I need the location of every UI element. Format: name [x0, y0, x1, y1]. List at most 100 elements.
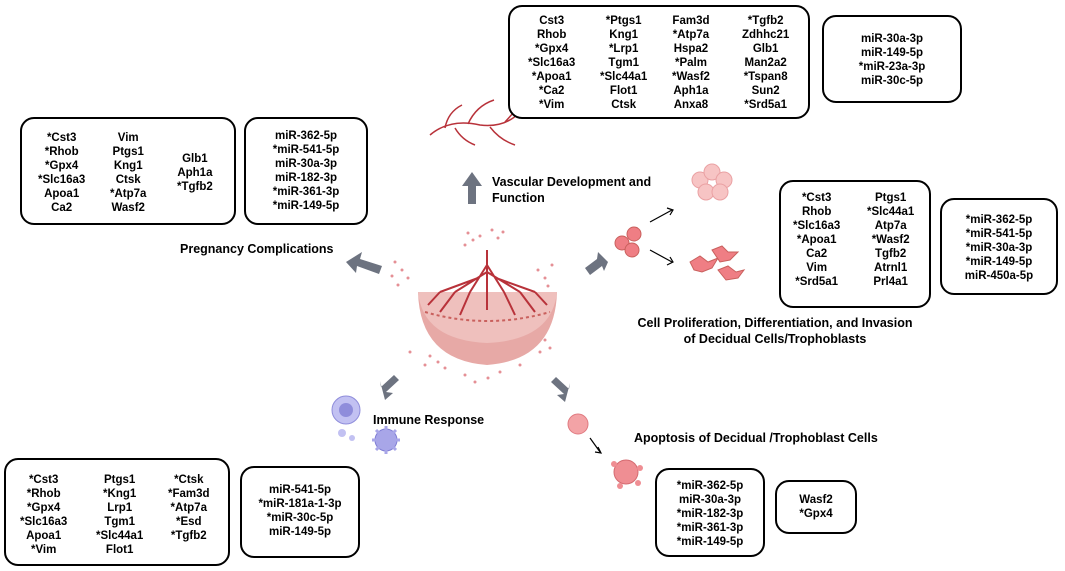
mirna-label: miR-362-5p [275, 130, 337, 142]
gene-label: Rhob [536, 29, 567, 41]
gene-label: Aph1a [177, 167, 213, 179]
immune-mirna-list: miR-541-5p *miR-181a-1-3p *miR-30c-5p mi… [242, 483, 358, 539]
gene-label: Ptgs1 [112, 146, 144, 158]
gene-label: *Tgfb2 [747, 15, 784, 27]
mirna-label: *miR-30c-5p [266, 512, 334, 524]
gene-label: *Ca2 [538, 85, 565, 97]
gene-label: Apoa1 [44, 188, 80, 200]
mirna-label: *miR-149-5p [676, 536, 744, 548]
immune-gene-column-2: Ptgs1 *Kng1 Lrp1 Tgm1 *Slc44a1 Flot1 [96, 473, 143, 557]
gene-label: Cst3 [539, 15, 565, 27]
prolif-title-line-1: Cell Proliferation, Differentiation, and… [637, 316, 913, 330]
mirna-label: miR-30a-3p [679, 494, 741, 506]
apoptotic-cell-icon [567, 413, 643, 489]
gene-label: Kng1 [609, 29, 639, 41]
gene-label: *Atp7a [672, 29, 710, 41]
gene-label: *Srd5a1 [795, 276, 839, 288]
mirna-label: miR-30c-5p [861, 75, 923, 87]
mirna-label: *miR-149-5p [965, 256, 1033, 268]
gene-label: *Slc16a3 [528, 57, 576, 69]
gene-label: Flot1 [609, 85, 638, 97]
gene-label: *Gpx4 [799, 508, 833, 520]
immune-gene-column-3: *Ctsk *Fam3d *Atp7a *Esd *Tgfb2 [168, 473, 210, 543]
gene-label: Ctsk [611, 99, 637, 111]
apoptosis-mirna-list: *miR-362-5p miR-30a-3p *miR-182-3p *miR-… [657, 479, 763, 549]
gene-label: Sun2 [751, 85, 780, 97]
vascular-gene-column-2: *Ptgs1 Kng1 *Lrp1 Tgm1 *Slc44a1 Flot1 Ct… [600, 14, 647, 112]
gene-label: *Rhob [44, 146, 79, 158]
placenta-icon [418, 250, 557, 365]
vascular-genes-box: Cst3 Rhob *Gpx4 *Slc16a3 *Apoa1 *Ca2 *Vi… [508, 5, 810, 119]
gene-label: *Gpx4 [535, 43, 569, 55]
gene-label: *Slc44a1 [600, 71, 648, 83]
gene-label: *Gpx4 [27, 502, 61, 514]
prolif-title-line-2: of Decidual Cells/Trophoblasts [683, 332, 867, 346]
gene-label: Ca2 [806, 248, 828, 260]
gene-label: *Slc44a1 [96, 530, 144, 542]
gene-label: *Fam3d [168, 488, 210, 500]
immune-mirna-box: miR-541-5p *miR-181a-1-3p *miR-30c-5p mi… [240, 466, 360, 558]
gene-label: Tgfb2 [875, 248, 907, 260]
gene-label: Ptgs1 [875, 192, 907, 204]
gene-label: Rhob [801, 206, 832, 218]
gene-label: *Apoa1 [796, 234, 837, 246]
gene-label: Vim [806, 262, 828, 274]
prolif-gene-column-1: *Cst3 Rhob *Slc16a3 *Apoa1 Ca2 Vim *Srd5… [793, 191, 840, 289]
mirna-label: miR-541-5p [269, 484, 331, 496]
gene-label: *Palm [674, 57, 707, 69]
mirna-label: miR-182-3p [275, 172, 337, 184]
immune-title: Immune Response [373, 413, 485, 427]
gene-label: *Wasf2 [871, 234, 910, 246]
mirna-label: miR-30a-3p [275, 158, 337, 170]
mirna-label: miR-30a-3p [861, 33, 923, 45]
vascular-gene-column-4: *Tgfb2 Zdhhc21 Glb1 Man2a2 *Tspan8 Sun2 … [742, 14, 789, 112]
gene-label: *Wasf2 [672, 71, 710, 83]
prolif-mirna-list: *miR-362-5p *miR-541-5p *miR-30a-3p *miR… [942, 213, 1056, 283]
gene-label: *Slc44a1 [867, 206, 915, 218]
gene-label: Prl4a1 [873, 276, 908, 288]
gene-label: Fam3d [672, 15, 710, 27]
immune-genes-box: *Cst3 *Rhob *Gpx4 *Slc16a3 Apoa1 *Vim Pt… [4, 458, 230, 566]
gene-label: *Rhob [26, 488, 61, 500]
pregnancy-gene-column-1: *Cst3 *Rhob *Gpx4 *Slc16a3 Apoa1 Ca2 [38, 131, 85, 215]
gene-label: Vim [117, 132, 139, 144]
gene-label: Lrp1 [107, 502, 133, 514]
gene-label: *Slc16a3 [20, 516, 68, 528]
apoptosis-mirna-box: *miR-362-5p miR-30a-3p *miR-182-3p *miR-… [655, 468, 765, 557]
mirna-label: *miR-30a-3p [965, 242, 1033, 254]
gene-label: Hspa2 [673, 43, 709, 55]
invasive-cells-icon [689, 245, 746, 281]
mirna-label: *miR-541-5p [965, 228, 1033, 240]
pregnancy-genes-box: *Cst3 *Rhob *Gpx4 *Slc16a3 Apoa1 Ca2 Vim… [20, 117, 236, 225]
gene-label: Apoa1 [26, 530, 62, 542]
mirna-label: *miR-362-5p [965, 214, 1033, 226]
mirna-label: *miR-149-5p [272, 200, 340, 212]
gene-label: *Cst3 [46, 132, 77, 144]
mirna-label: *miR-361-3p [676, 522, 744, 534]
gene-label: *Tgfb2 [177, 181, 213, 193]
cell-cluster-icon [691, 163, 733, 201]
immune-gene-column-1: *Cst3 *Rhob *Gpx4 *Slc16a3 Apoa1 *Vim [20, 473, 67, 557]
gene-label: *Ctsk [174, 474, 204, 486]
mirna-label: *miR-362-5p [676, 480, 744, 492]
prolif-mirna-box: *miR-362-5p *miR-541-5p *miR-30a-3p *miR… [940, 198, 1058, 295]
gene-label: *Slc16a3 [38, 174, 86, 186]
mirna-label: *miR-541-5p [272, 144, 340, 156]
gene-label: *Gpx4 [45, 160, 79, 172]
gene-label: Aph1a [673, 85, 709, 97]
pregnancy-title: Pregnancy Complications [180, 242, 334, 256]
arrow-icons [346, 172, 608, 402]
gene-label: Atp7a [874, 220, 907, 232]
gene-label: Zdhhc21 [742, 29, 790, 41]
apoptosis-genes-box: Wasf2 *Gpx4 [775, 480, 857, 534]
gene-label: *Slc16a3 [793, 220, 841, 232]
vascular-gene-column-1: Cst3 Rhob *Gpx4 *Slc16a3 *Apoa1 *Ca2 *Vi… [528, 14, 575, 112]
gene-label: Wasf2 [799, 494, 833, 506]
gene-label: Wasf2 [111, 202, 145, 214]
vascular-title: Vascular Development and Function [492, 174, 651, 206]
gene-label: Tgm1 [104, 516, 135, 528]
gene-label: *Tspan8 [743, 71, 788, 83]
gene-label: *Atp7a [110, 188, 147, 200]
proliferating-cells-icon [614, 226, 642, 258]
gene-label: *Vim [30, 544, 57, 556]
